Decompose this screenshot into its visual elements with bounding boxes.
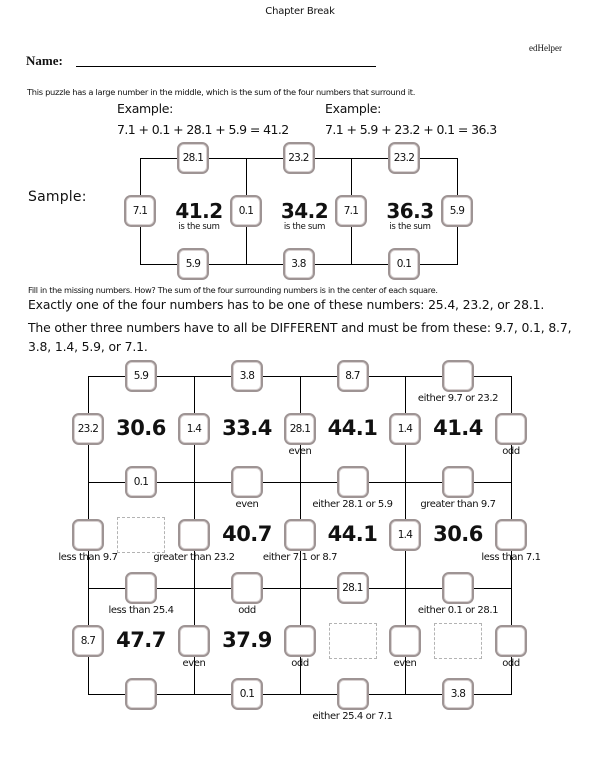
number-box: 1.4 bbox=[389, 519, 421, 551]
rule-2-text: The other three numbers have to all be D… bbox=[28, 320, 572, 354]
hint-label: either 7.1 or 8.7 bbox=[262, 552, 338, 563]
example-2-equation: 7.1 + 5.9 + 23.2 + 0.1 = 36.3 bbox=[325, 122, 497, 137]
number-box: 3.8 bbox=[231, 360, 263, 392]
number-box: 1.4 bbox=[389, 413, 421, 445]
sum-note: is the sum bbox=[389, 222, 431, 232]
example-1-equation: 7.1 + 0.1 + 28.1 + 5.9 = 41.2 bbox=[117, 122, 289, 137]
number-box: 7.1 bbox=[124, 195, 156, 227]
center-sum: 33.4 bbox=[222, 416, 272, 440]
center-sum: 34.2 bbox=[280, 199, 329, 223]
sample-label: Sample: bbox=[28, 189, 87, 205]
number-box: 28.1 bbox=[284, 413, 316, 445]
number-box: 7.1 bbox=[335, 195, 367, 227]
answer-box[interactable] bbox=[125, 678, 157, 710]
number-box: 8.7 bbox=[72, 625, 104, 657]
answer-box[interactable] bbox=[231, 572, 263, 604]
number-box: 3.8 bbox=[442, 678, 474, 710]
answer-box[interactable] bbox=[442, 572, 474, 604]
hint-label: either 9.7 or 23.2 bbox=[417, 393, 499, 404]
number-box: 28.1 bbox=[177, 142, 209, 174]
name-input-line[interactable] bbox=[76, 66, 376, 67]
hint-label: even bbox=[288, 446, 312, 457]
hint-label: even bbox=[182, 658, 206, 669]
hint-label: even bbox=[393, 658, 417, 669]
center-sum: 30.6 bbox=[116, 416, 166, 440]
answer-box[interactable] bbox=[495, 413, 527, 445]
answer-box[interactable] bbox=[442, 360, 474, 392]
sum-note: is the sum bbox=[178, 222, 220, 232]
page-header-title: Chapter Break bbox=[265, 6, 335, 17]
hint-label: either 0.1 or 28.1 bbox=[417, 605, 499, 616]
answer-box[interactable] bbox=[72, 519, 104, 551]
hint-label: less than 7.1 bbox=[481, 552, 541, 563]
intro-text: This puzzle has a large number in the mi… bbox=[27, 87, 416, 97]
answer-box[interactable] bbox=[442, 466, 474, 498]
number-box: 3.8 bbox=[282, 248, 315, 280]
center-sum: 30.6 bbox=[433, 522, 483, 546]
hint-label: greater than 9.7 bbox=[420, 499, 496, 510]
brand-label: edHelper bbox=[529, 43, 562, 53]
name-label: Name: bbox=[26, 53, 63, 68]
hint-label: even bbox=[235, 499, 259, 510]
center-sum: 36.3 bbox=[386, 199, 434, 223]
sum-answer-box[interactable] bbox=[117, 517, 165, 553]
number-box: 23.2 bbox=[388, 142, 420, 174]
answer-box[interactable] bbox=[495, 625, 527, 657]
example-2-label: Example: bbox=[325, 101, 382, 116]
hint-label: odd bbox=[238, 605, 256, 616]
rule-1-text: Exactly one of the four numbers has to b… bbox=[28, 297, 545, 312]
number-box: 23.2 bbox=[72, 413, 104, 445]
number-box: 0.1 bbox=[230, 195, 262, 227]
center-sum: 44.1 bbox=[327, 416, 378, 440]
number-box: 5.9 bbox=[177, 248, 209, 280]
hint-label: less than 9.7 bbox=[58, 552, 118, 563]
sum-answer-box[interactable] bbox=[328, 623, 377, 659]
example-1-label: Example: bbox=[117, 101, 174, 116]
fill-instructions: Fill in the missing numbers. How? The su… bbox=[28, 285, 438, 295]
answer-box[interactable] bbox=[284, 519, 316, 551]
hint-label: odd bbox=[502, 446, 520, 457]
number-box: 5.9 bbox=[125, 360, 157, 392]
center-sum: 41.2 bbox=[175, 199, 223, 223]
hint-label: less than 25.4 bbox=[108, 605, 174, 616]
hint-label: greater than 23.2 bbox=[153, 552, 235, 563]
number-box: 1.4 bbox=[178, 413, 210, 445]
center-sum: 47.7 bbox=[116, 628, 166, 652]
answer-box[interactable] bbox=[178, 625, 210, 657]
number-box: 5.9 bbox=[441, 195, 473, 227]
number-box: 28.1 bbox=[336, 572, 369, 604]
answer-box[interactable] bbox=[495, 519, 527, 551]
number-box: 8.7 bbox=[336, 360, 369, 392]
center-sum: 41.4 bbox=[433, 416, 483, 440]
sum-answer-box[interactable] bbox=[434, 623, 482, 659]
center-sum: 44.1 bbox=[327, 522, 378, 546]
answer-box[interactable] bbox=[336, 678, 369, 710]
center-sum: 40.7 bbox=[222, 522, 272, 546]
answer-box[interactable] bbox=[389, 625, 421, 657]
hint-label: odd bbox=[502, 658, 520, 669]
center-sum: 37.9 bbox=[222, 628, 272, 652]
answer-box[interactable] bbox=[125, 572, 157, 604]
answer-box[interactable] bbox=[284, 625, 316, 657]
hint-label: either 28.1 or 5.9 bbox=[312, 499, 393, 510]
answer-box[interactable] bbox=[231, 466, 263, 498]
answer-box[interactable] bbox=[336, 466, 369, 498]
sum-note: is the sum bbox=[283, 222, 326, 232]
hint-label: odd bbox=[291, 658, 309, 669]
hint-label: either 25.4 or 7.1 bbox=[312, 711, 393, 722]
number-box: 23.2 bbox=[282, 142, 315, 174]
number-box: 0.1 bbox=[388, 248, 420, 280]
number-box: 0.1 bbox=[231, 678, 263, 710]
number-box: 0.1 bbox=[125, 466, 157, 498]
answer-box[interactable] bbox=[178, 519, 210, 551]
